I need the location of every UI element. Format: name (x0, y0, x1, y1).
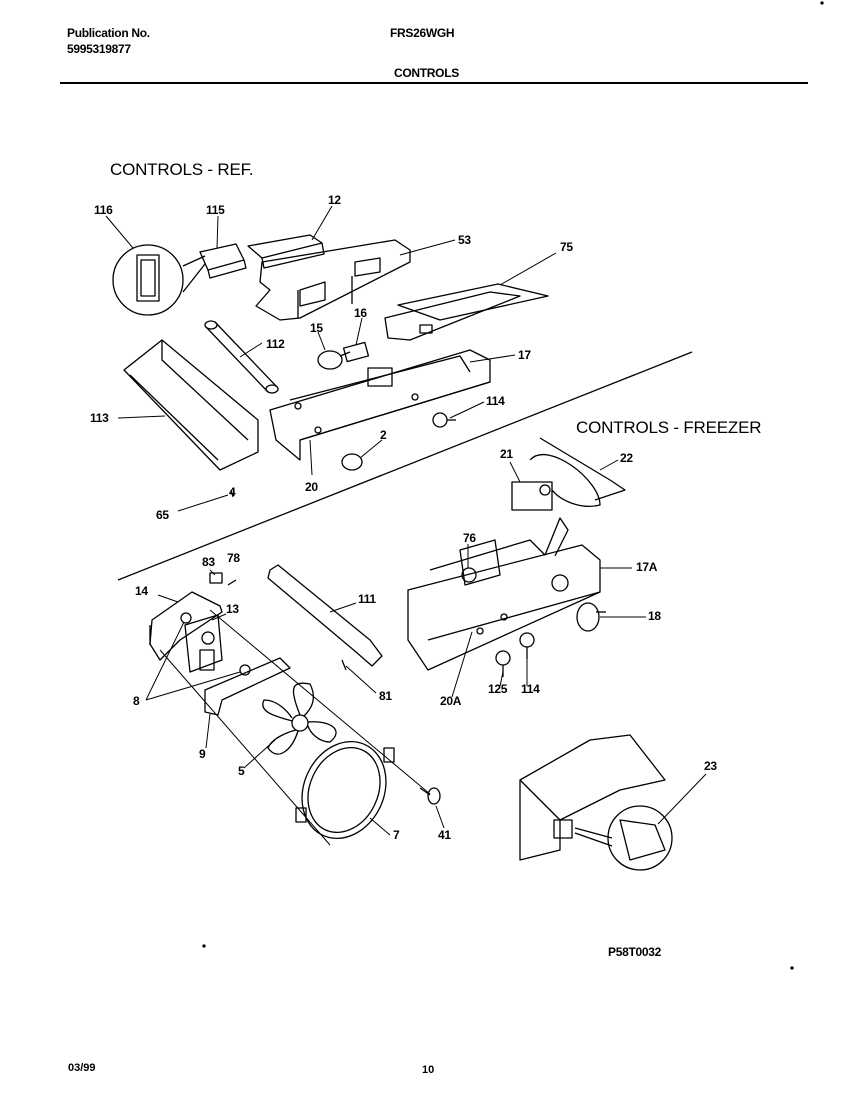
callout-label: 14 (135, 584, 148, 598)
callout-label: 21 (500, 447, 513, 461)
section-divider (117, 351, 693, 581)
model-number: FRS26WGH (390, 26, 455, 40)
part-8-grommet (180, 612, 251, 676)
part-41-screw (419, 787, 441, 805)
part-22-capillary (529, 437, 626, 507)
callout-label: 2 (380, 428, 387, 442)
part-9-bracket (204, 657, 291, 716)
callout-label: 114 (521, 682, 540, 696)
part-53-housing (255, 239, 411, 321)
publication-number: 5995319877 (67, 42, 131, 56)
callout-label: 17 (518, 348, 531, 362)
callout-label: 12 (328, 193, 341, 207)
part-17-control-housing (269, 349, 491, 461)
part-14-bracket (149, 591, 223, 661)
callout-label: 13 (226, 602, 239, 616)
callout-label: 41 (438, 828, 451, 842)
part-81-screw (341, 659, 347, 671)
part-115-switch (199, 243, 247, 279)
callout-label: 16 (354, 306, 367, 320)
callout-label: 113 (90, 411, 109, 425)
header-rule (60, 82, 808, 84)
callout-label: 65 (156, 508, 169, 522)
part-21-thermostat (511, 481, 553, 511)
callout-label: 78 (227, 551, 240, 565)
part-83-clip (209, 572, 223, 584)
part-13-motor (184, 614, 223, 673)
callout-label: 22 (620, 451, 633, 465)
part-111-bracket (267, 564, 383, 667)
callout-label: 76 (463, 531, 476, 545)
callout-label: 75 (560, 240, 573, 254)
section-freezer-title: CONTROLS - FREEZER (576, 418, 762, 437)
part-7-shroud (295, 740, 395, 840)
part-2-knob (341, 453, 363, 471)
part-75-plate (384, 283, 549, 341)
part-125-knob (495, 650, 511, 677)
part-78-screw (227, 579, 237, 586)
part-113-trim (123, 339, 259, 471)
figure-code: P58T0032 (608, 945, 661, 959)
part-12-housing (247, 234, 325, 269)
callout-label: 23 (704, 759, 717, 773)
callout-label: 20A (440, 694, 462, 708)
part-112-tube (204, 320, 279, 394)
callout-label: 53 (458, 233, 471, 247)
section-ref-title: CONTROLS - REF. (110, 160, 254, 179)
callout-label: 7 (393, 828, 400, 842)
callout-label: 4 (229, 485, 236, 499)
callout-label: 81 (379, 689, 392, 703)
section-title: CONTROLS (394, 66, 459, 80)
callout-label: 8 (133, 694, 140, 708)
callout-label: 116 (94, 203, 113, 217)
footer-date: 03/99 (68, 1062, 96, 1074)
publication-label: Publication No. (67, 26, 150, 40)
part-17a-control-housing (407, 517, 601, 671)
callout-label: 9 (199, 747, 206, 761)
callout-label: 115 (206, 203, 225, 217)
callout-label: 114 (486, 394, 505, 408)
page-number: 10 (422, 1064, 435, 1076)
callout-label: 20 (305, 480, 318, 494)
callout-label: 112 (266, 337, 285, 351)
part-4-screw (230, 489, 234, 498)
callout-label: 15 (310, 321, 323, 335)
part-18-knob (576, 602, 606, 632)
callout-label: 111 (358, 592, 376, 606)
part-16-socket (342, 341, 370, 363)
part-116-gasket (112, 244, 206, 316)
part-23-cabinet-corner (519, 734, 673, 871)
callout-label: 18 (648, 609, 661, 623)
part-114-knob-freezer (519, 632, 535, 659)
callout-label: 5 (238, 764, 245, 778)
callout-label: 125 (488, 682, 508, 696)
callout-label: 83 (202, 555, 215, 569)
part-5-fan-blade (262, 682, 337, 755)
callout-label: 17A (636, 560, 658, 574)
part-114-knob (432, 412, 456, 428)
